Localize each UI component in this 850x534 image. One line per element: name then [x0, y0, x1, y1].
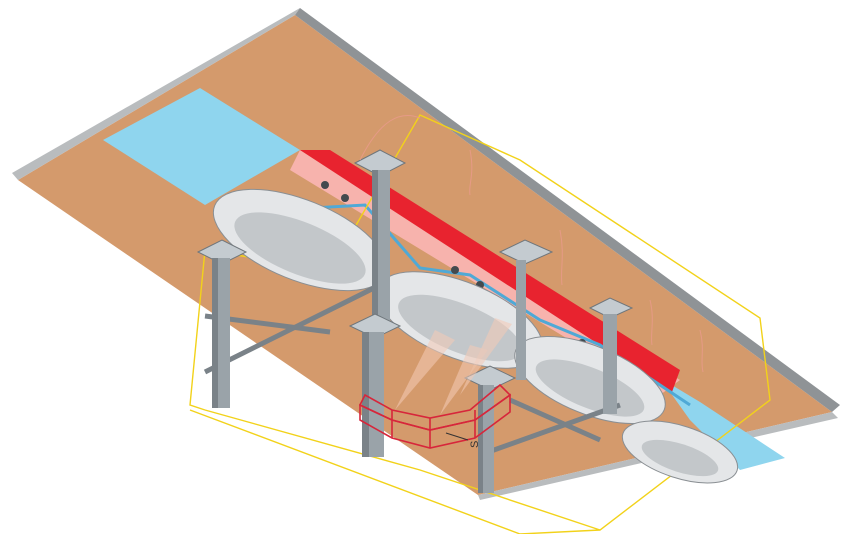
- robot-spray: [395, 318, 512, 415]
- blue-zone-right: [660, 378, 785, 470]
- column-2: [353, 149, 407, 330]
- column-1: [196, 239, 248, 408]
- ceiling-edge-right: [295, 8, 840, 412]
- conveyor-rail: [239, 203, 691, 407]
- car-body-4: [621, 420, 739, 484]
- ceiling-edge-top: [12, 8, 300, 180]
- callout-leader: [445, 432, 469, 441]
- column-5: [588, 297, 634, 414]
- red-band: [300, 150, 680, 392]
- callout-label: S: [469, 441, 481, 448]
- column-6: [463, 365, 517, 493]
- safety-fence-inner: [204, 409, 601, 531]
- car-body-3: [514, 336, 666, 424]
- blue-zone-left: [103, 88, 300, 205]
- column-4: [498, 239, 554, 380]
- robot-cell: [358, 383, 512, 449]
- service-wires: [359, 114, 704, 373]
- safety-fence-outline: [189, 114, 771, 534]
